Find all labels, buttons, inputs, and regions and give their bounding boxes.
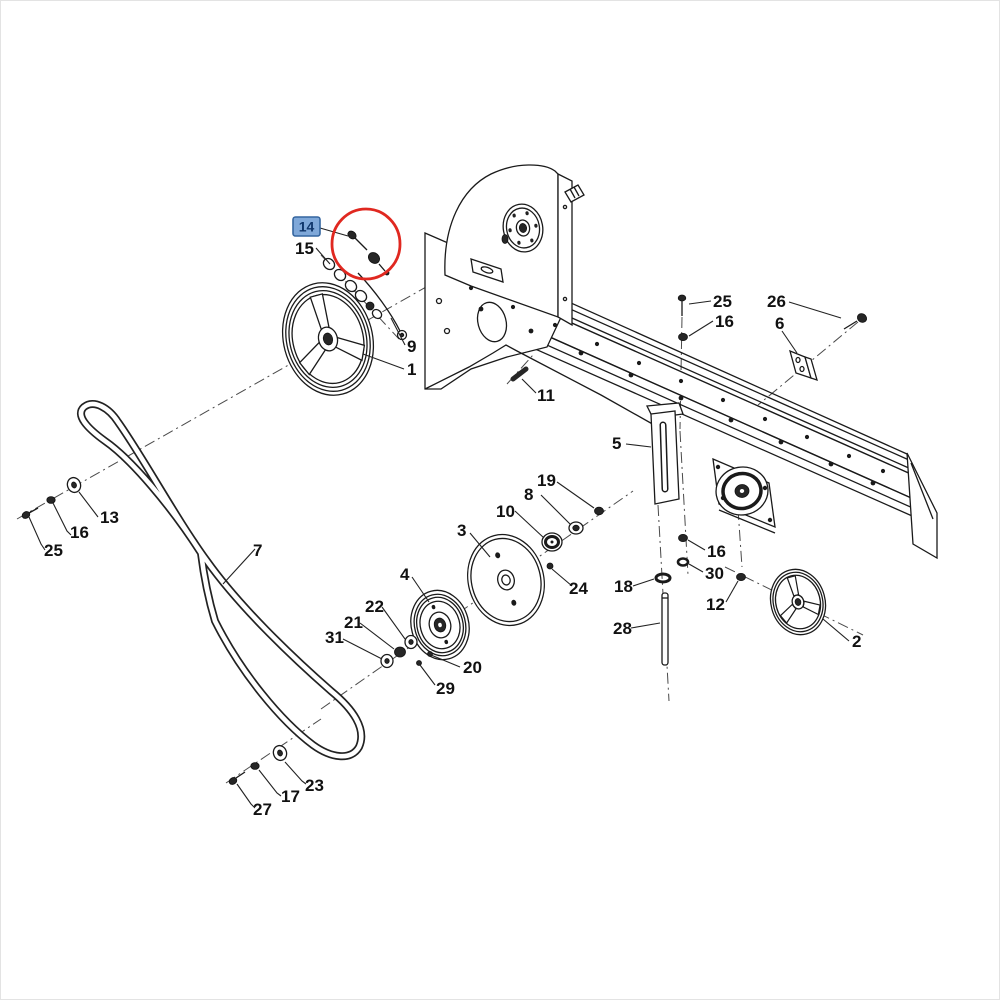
callout-16-right: 16 — [715, 312, 734, 331]
callout-19: 19 — [537, 471, 556, 490]
callout-labels: 1 2 3 4 5 6 7 8 9 10 11 12 13 15 16 16 1… — [44, 239, 861, 819]
callout-21: 21 — [344, 613, 363, 632]
bearing — [541, 532, 563, 552]
highlight-circle — [330, 207, 402, 281]
callout-14-label: 14 — [299, 219, 315, 235]
callout-7: 7 — [253, 541, 262, 560]
pin-11 — [510, 366, 529, 382]
small-hardware-left-of-pulley4 — [380, 634, 433, 669]
highlighted-bolt-14 — [347, 230, 390, 276]
main-frame-beam — [424, 232, 938, 560]
slotted-bracket — [645, 402, 684, 505]
angle-bracket-6 — [789, 349, 818, 382]
gearbox-hub — [499, 201, 546, 255]
nut-19 — [594, 506, 604, 516]
callout-18: 18 — [614, 577, 633, 596]
callout-16-left: 16 — [70, 523, 89, 542]
callout-13: 13 — [100, 508, 119, 527]
hardware-left-group — [21, 476, 82, 519]
highlighted-callout-14[interactable]: 14 — [292, 216, 321, 237]
callout-22: 22 — [365, 597, 384, 616]
hardware-bottom-group — [228, 744, 288, 785]
hardware-top-right — [677, 294, 868, 341]
callout-10: 10 — [496, 502, 515, 521]
callout-29: 29 — [436, 679, 455, 698]
callout-20: 20 — [463, 658, 482, 677]
grooved-pulley — [403, 584, 477, 666]
beam-holes — [468, 285, 886, 486]
callout-31: 31 — [325, 628, 344, 647]
callout-8: 8 — [524, 485, 533, 504]
callout-6: 6 — [775, 314, 784, 333]
callout-leaders — [28, 227, 850, 809]
guide-rod — [357, 272, 408, 341]
callout-17: 17 — [281, 787, 300, 806]
callout-27: 27 — [253, 800, 272, 819]
callout-2: 2 — [852, 632, 861, 651]
callout-9: 9 — [407, 337, 416, 356]
v-belt — [77, 400, 366, 761]
callout-25-left: 25 — [44, 541, 63, 560]
callout-3: 3 — [457, 521, 466, 540]
callout-25-right: 25 — [713, 292, 732, 311]
wheel-2 — [763, 563, 832, 641]
pulley-1 — [270, 272, 385, 405]
callout-1: 1 — [407, 360, 416, 379]
callout-15: 15 — [295, 239, 314, 258]
callout-24: 24 — [569, 579, 588, 598]
shaft-nut — [568, 521, 584, 535]
callout-16-mid: 16 — [707, 542, 726, 561]
backing-disc — [458, 526, 555, 634]
bearing-housing — [712, 457, 776, 534]
callout-4: 4 — [400, 565, 410, 584]
key-24 — [546, 562, 554, 570]
hardware-mid-column — [654, 534, 746, 584]
callout-28: 28 — [613, 619, 632, 638]
callout-5: 5 — [612, 434, 621, 453]
rod — [661, 592, 669, 666]
callout-30: 30 — [705, 564, 724, 583]
callout-23: 23 — [305, 776, 324, 795]
gearbox-housing — [444, 164, 585, 327]
tensioner-links — [322, 257, 383, 320]
callout-12: 12 — [706, 595, 725, 614]
callout-11: 11 — [537, 386, 555, 405]
callout-26: 26 — [767, 292, 786, 311]
